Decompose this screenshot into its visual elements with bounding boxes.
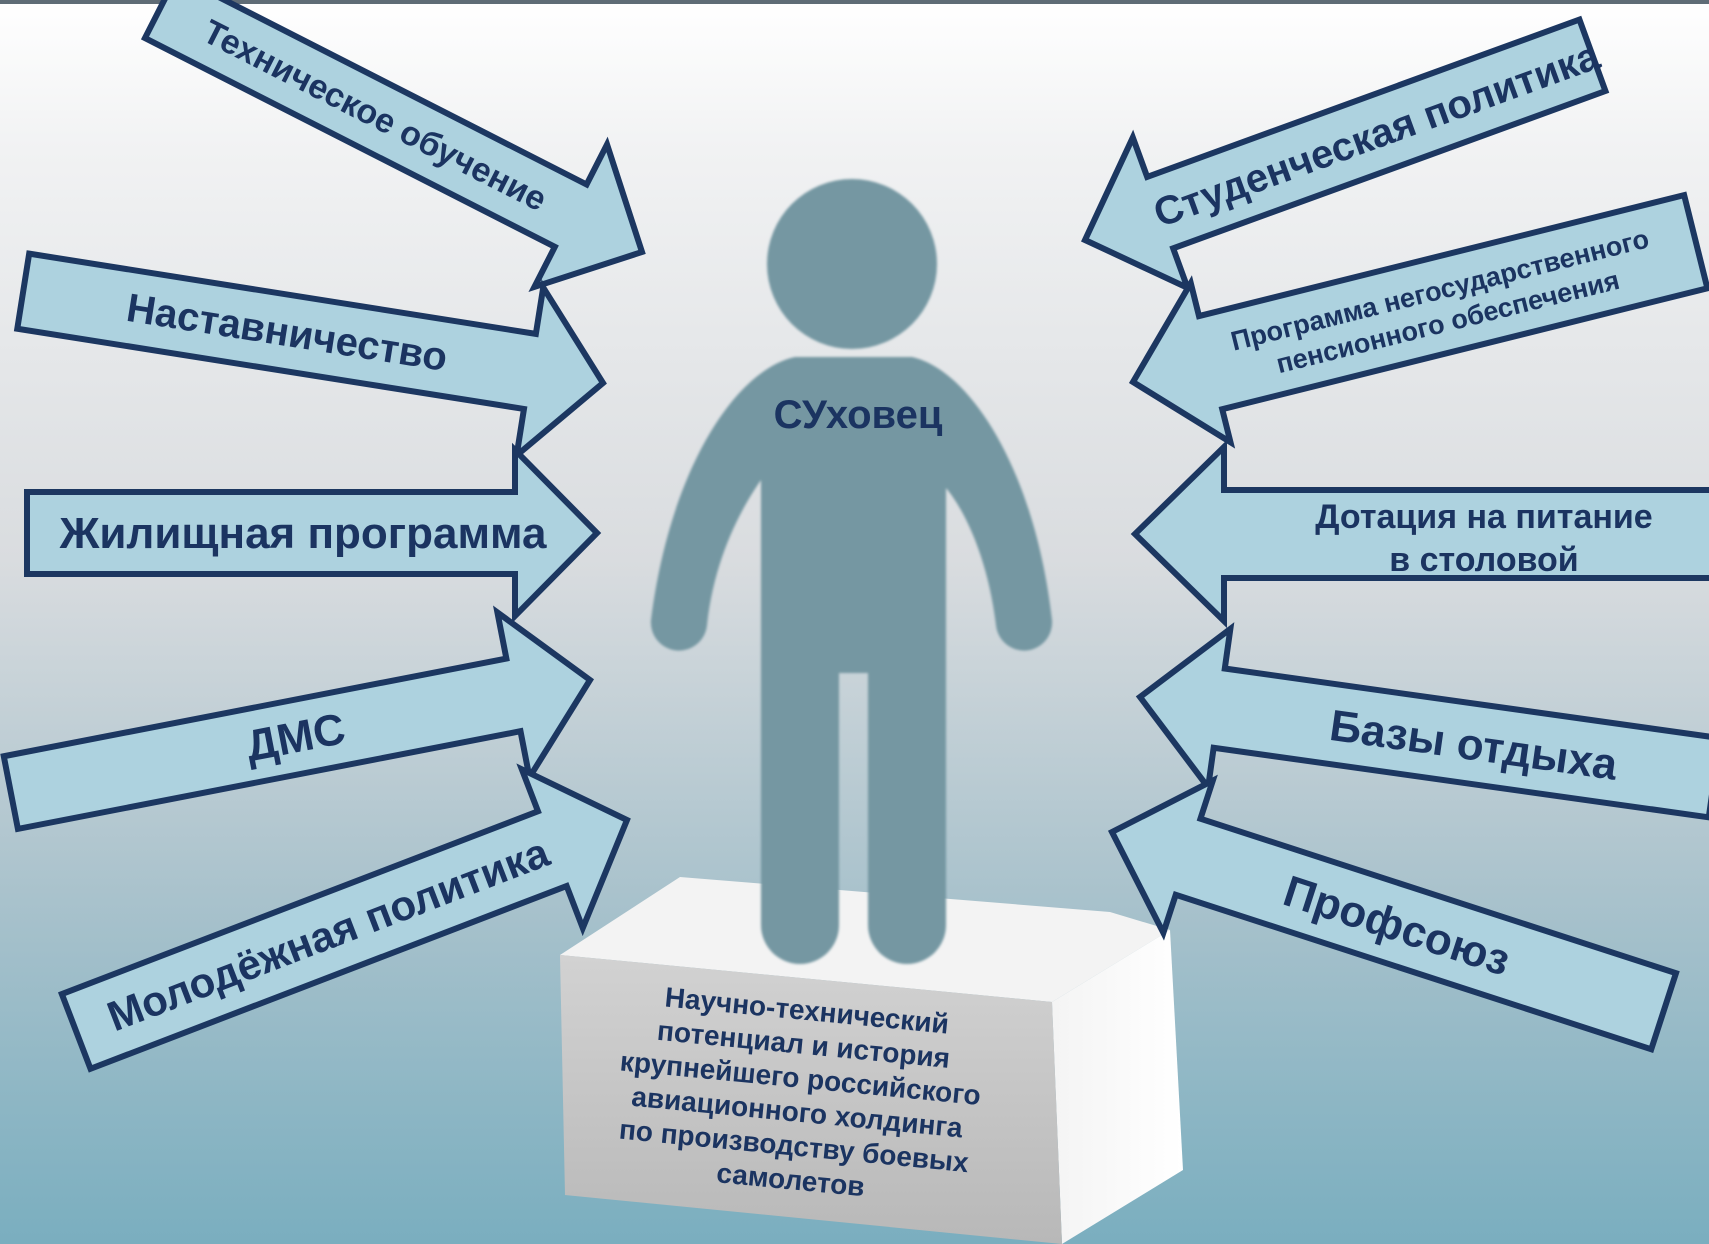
arrow-trade-union: Профсоюз	[1107, 774, 1680, 1054]
arrow-technical-training: Техническое обучение	[140, 0, 646, 293]
person-figure	[650, 179, 1053, 964]
arrow-label: Студенческая политика	[1148, 34, 1606, 237]
arrow-shape	[1081, 15, 1610, 294]
top-border	[0, 0, 1709, 4]
arrow-shape	[24, 442, 602, 624]
arrow-shape	[57, 763, 631, 1073]
arrow-label: Жилищная программа	[59, 509, 547, 558]
pedestal: Научно-технический потенциал и история к…	[560, 877, 1183, 1244]
arrow-shape	[1107, 774, 1680, 1054]
arrow-dms: ДМС	[0, 605, 595, 833]
arrow-meal-subsidy: Дотация на питание в столовой	[1130, 439, 1709, 629]
arrow-shape	[1130, 439, 1709, 629]
figure-label: СУховец	[774, 393, 943, 437]
arrow-label-line: в столовой	[1389, 541, 1578, 579]
arrow-shape	[13, 250, 607, 463]
pedestal-front	[560, 955, 1062, 1244]
pedestal-top	[560, 877, 1170, 1002]
pedestal-side	[1052, 930, 1183, 1244]
arrow-label-line: Дотация на питание	[1315, 498, 1652, 536]
arrow-shape	[1128, 191, 1709, 449]
arrow-label: Техническое обучение	[197, 13, 553, 219]
figure-head	[767, 179, 937, 349]
arrow-shape	[0, 605, 595, 833]
arrow-mentoring: Наставничество	[13, 250, 607, 463]
arrow-label: Молодёжная политика	[101, 828, 556, 1040]
arrow-housing: Жилищная программа	[24, 442, 602, 624]
arrow-shape	[140, 0, 646, 293]
figure-body	[650, 357, 1053, 964]
